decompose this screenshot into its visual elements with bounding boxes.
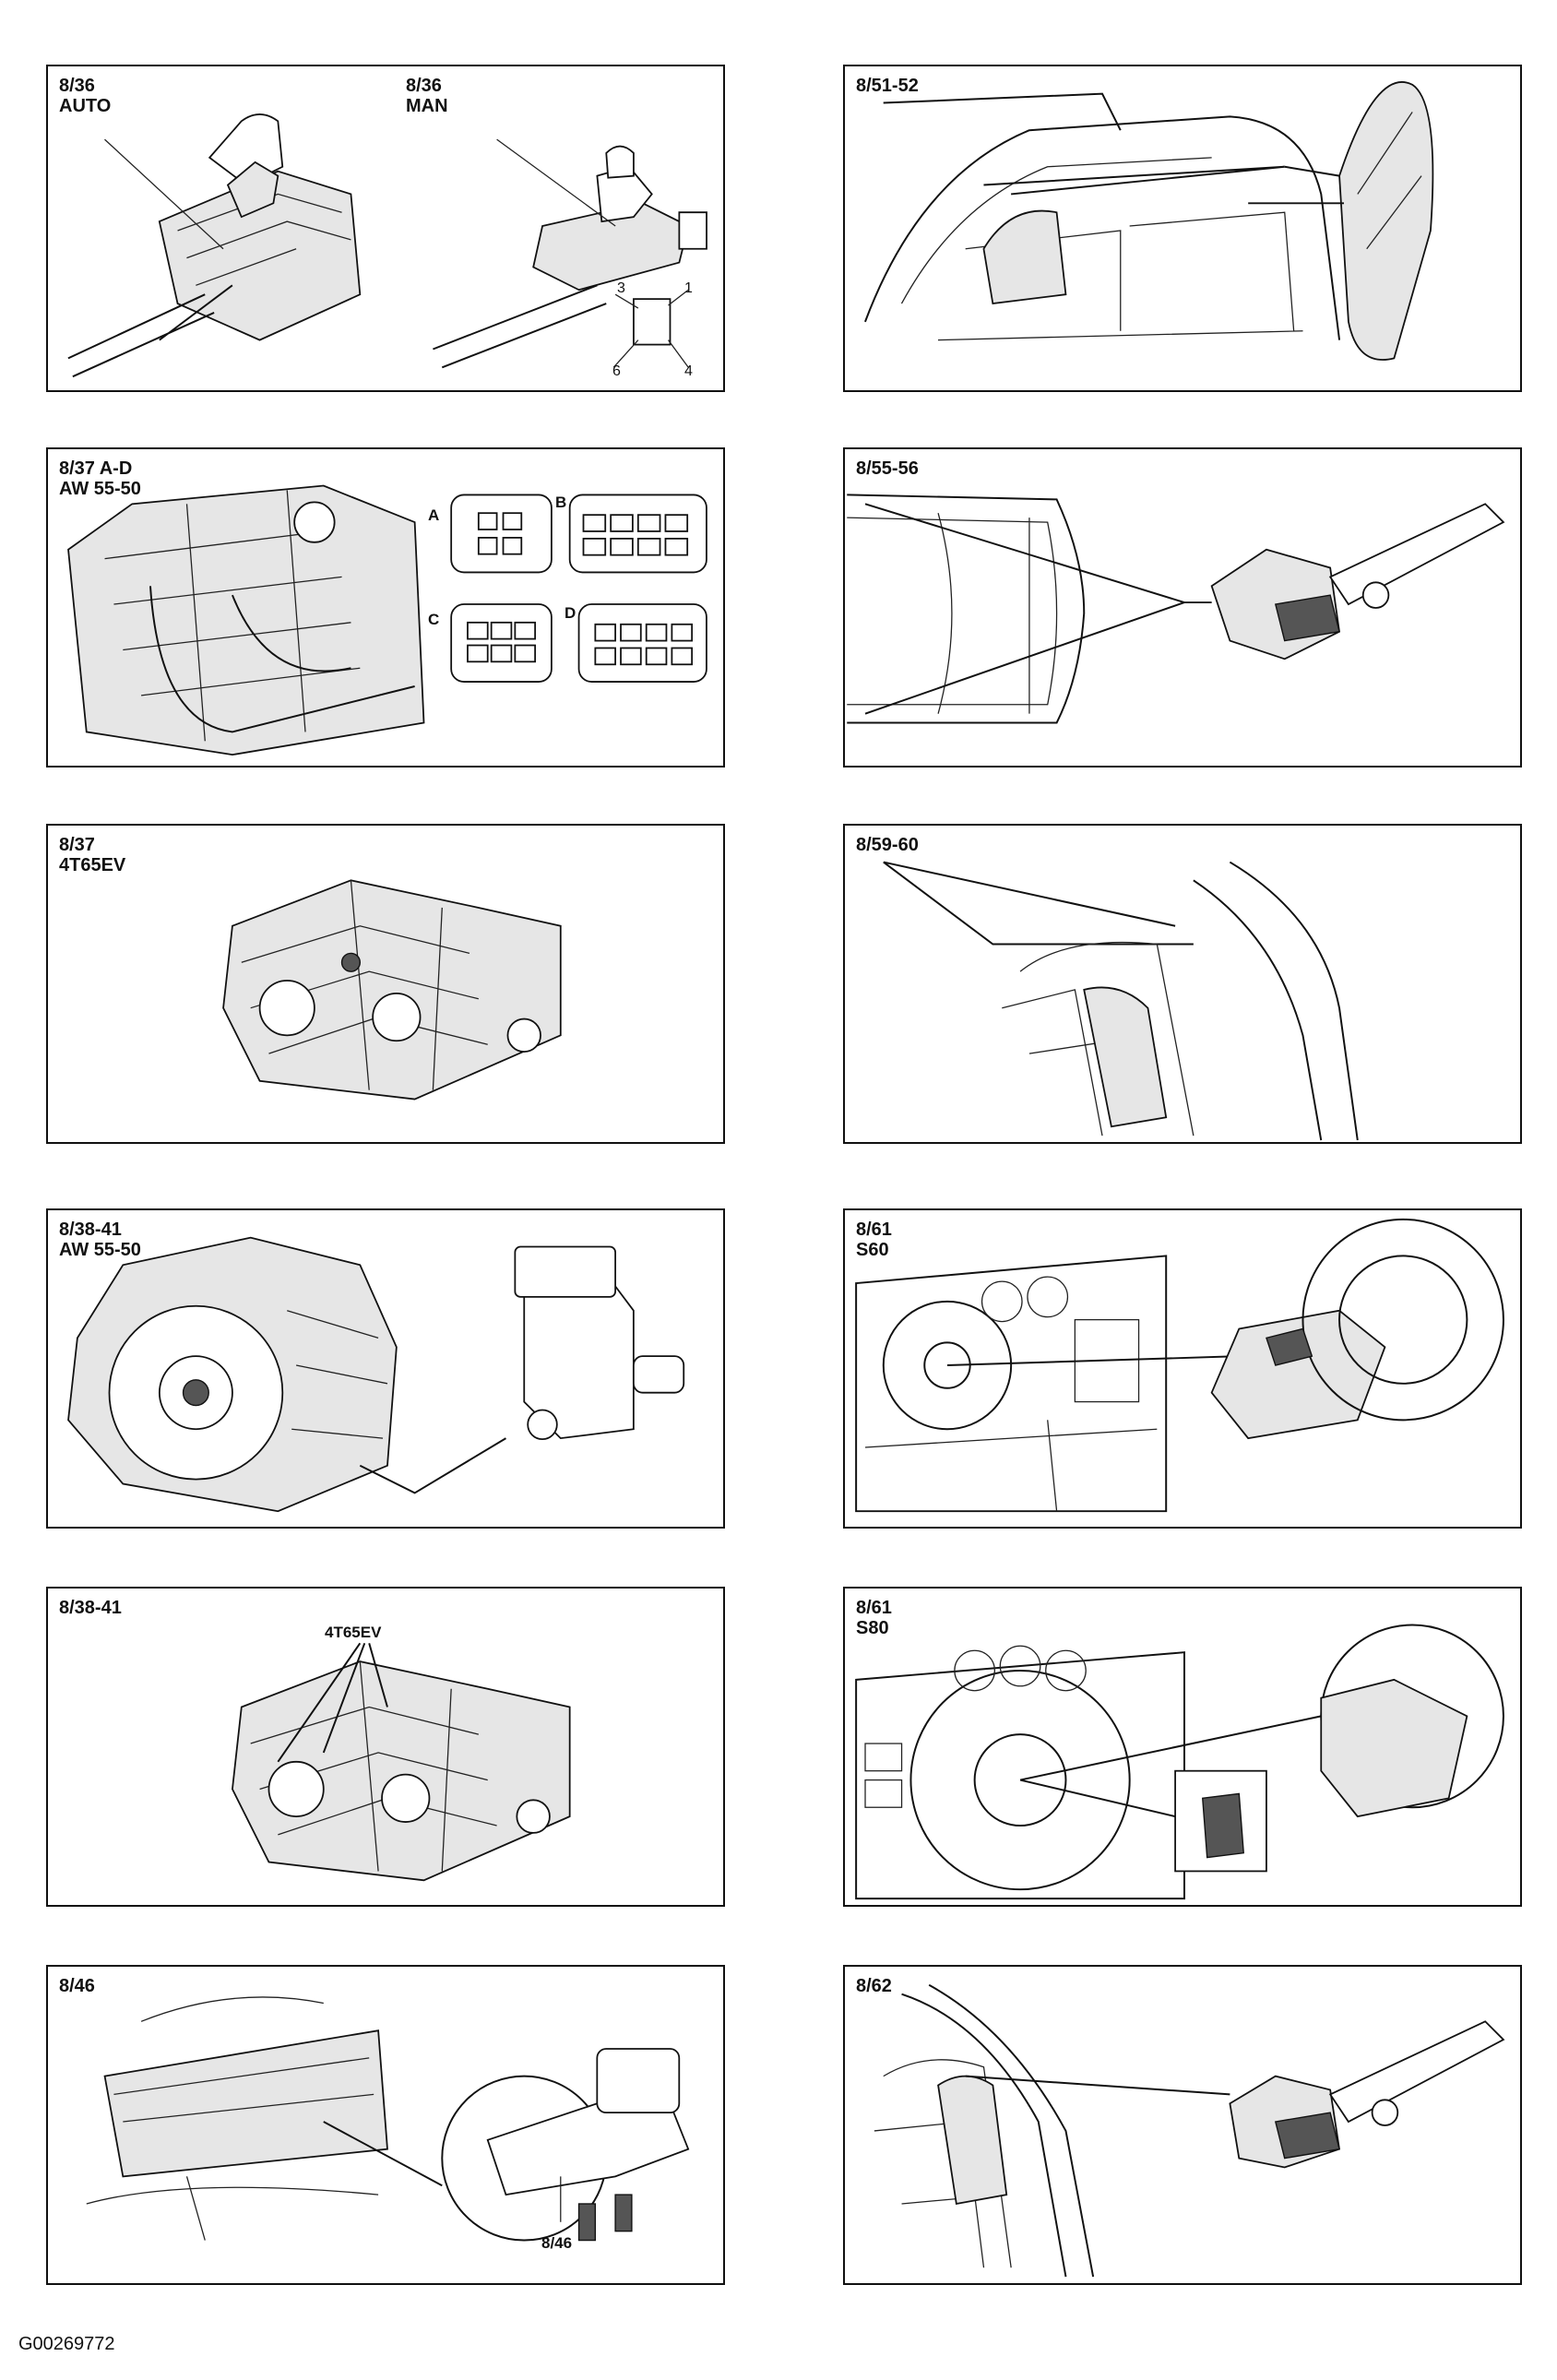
figure-ref: 8/38-41 [59,1220,122,1240]
panel-8-38-41-4t65ev: 8/38-41 4T65EV [46,1587,725,1907]
pin-label: 4 [684,363,693,379]
seat-steering-column-illustration [874,1983,1505,2278]
connector-label: B [555,494,567,511]
dashboard-illustration [855,1218,1504,1513]
rear-seat-illustration [883,861,1359,1141]
car-interior-illustration [863,81,1434,361]
panel-title: 8/38-41 AW 55-50 [59,1220,141,1260]
figure-ref: 8/37 [59,835,95,855]
panel-8-36-gear-selector: 8/36 AUTO 8/36 MAN 3 1 6 4 [46,65,725,392]
gear-selector-illustration [67,113,707,378]
figure-ref: 8/37 A-D [59,458,133,479]
engine-bay-illustration [86,1996,690,2242]
figure-subtitle: S60 [856,1240,889,1260]
figure-subtitle: AW 55-50 [59,479,141,499]
connector-label: A [428,506,440,524]
panel-8-37-connectors: 8/37 A-D AW 55-50 A B C D [46,447,725,768]
panel-title: 8/38-41 [59,1598,122,1618]
panel-title: 8/37 A-D AW 55-50 [59,458,141,499]
figure-ref: 8/55-56 [856,458,919,479]
figure-ref: 8/38-41 [59,1598,122,1618]
panel-title: 8/55-56 [856,458,919,479]
figure-code: G00269772 [18,2334,115,2354]
panel-title: 8/36 AUTO [59,76,111,116]
panel-title: 8/61 S80 [856,1598,892,1638]
transmission-solenoid-illustration [67,1236,685,1513]
pin-label: 1 [684,280,693,296]
figure-ref-2: 8/36 [406,76,442,96]
panel-8-59-60-curtain: 8/59-60 [843,824,1522,1144]
steering-wheel-illustration [855,1624,1504,1900]
figure-subtitle: AW 55-50 [59,1240,141,1260]
panel-title: 8/46 [59,1976,95,1996]
panel-title: 8/62 [856,1976,892,1996]
figure-ref: 8/59-60 [856,835,919,855]
panel-title: 8/59-60 [856,835,919,855]
figure-subtitle: S80 [856,1618,889,1638]
panel-8-55-56-steering: 8/55-56 [843,447,1522,768]
panel-8-51-52-side-airbag: 8/51-52 [843,65,1522,392]
panel-8-38-41-aw5550: 8/38-41 AW 55-50 [46,1208,725,1529]
figure-ref: 8/36 [59,76,95,96]
figure-subtitle: 4T65EV [59,855,126,875]
car-top-view-illustration [847,494,1505,724]
figure-subtitle: AUTO [59,96,112,116]
transmission-connectors-illustration [67,484,707,756]
panel-title: 8/51-52 [856,76,919,96]
panel-8-61-s80: 8/61 S80 [843,1587,1522,1907]
transmission-illustration [222,879,562,1101]
callout-label: 8/46 [541,2234,573,2252]
panel-8-61-s60: 8/61 S60 [843,1208,1522,1529]
panel-8-37-4t65ev: 8/37 4T65EV [46,824,725,1144]
panel-8-62-column: 8/62 [843,1965,1522,2285]
panel-8-46-brake: 8/46 8/46 [46,1965,725,2285]
connector-label: C [428,611,440,628]
panel-title: 8/37 4T65EV [59,835,125,875]
figure-ref: 8/51-52 [856,76,919,96]
callout-label: 4T65EV [325,1624,382,1641]
transmission-callout-illustration [232,1642,571,1882]
pin-label: 3 [617,280,625,296]
pin-label: 6 [612,363,621,379]
figure-ref: 8/46 [59,1976,95,1996]
figure-ref: 8/62 [856,1976,892,1996]
figure-ref: 8/61 [856,1220,892,1240]
connector-label: D [565,604,576,622]
figure-subtitle-2: MAN [406,96,448,116]
panel-title: 8/61 S60 [856,1220,892,1260]
second-title: 8/36 MAN [406,76,448,116]
figure-ref: 8/61 [856,1598,892,1618]
